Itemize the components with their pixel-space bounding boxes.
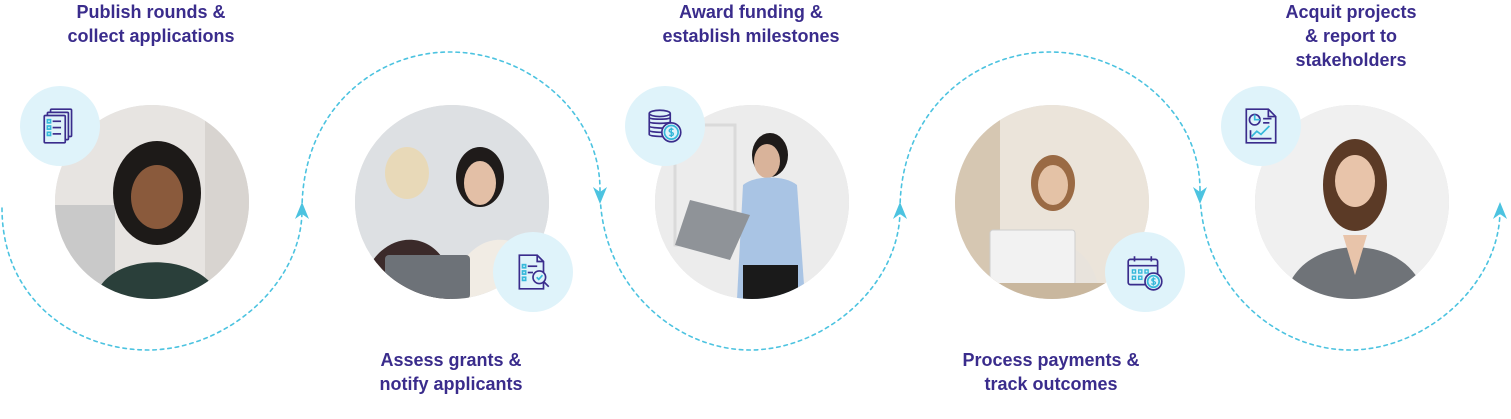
- arrow-up-icon: [295, 202, 309, 219]
- step-icon-badge: [1105, 232, 1185, 312]
- calendar-dollar-icon: [1127, 256, 1163, 291]
- step-label-line: Acquit projects: [1285, 2, 1417, 22]
- documents-icon: [43, 108, 73, 144]
- step-label-line: stakeholders: [1295, 50, 1407, 70]
- step-label-line: Process payments &: [962, 350, 1140, 370]
- arrow-down-icon: [593, 187, 607, 204]
- step-label-line: track outcomes: [984, 374, 1118, 394]
- step-icon-badge: [1221, 86, 1301, 166]
- step-label-line: collect applications: [67, 26, 235, 46]
- step-icon-badge: [625, 86, 705, 166]
- coins-dollar-icon: [648, 109, 682, 143]
- arrow-up-icon: [893, 202, 907, 219]
- step-label-line: Assess grants &: [380, 350, 522, 370]
- step-label: Publish rounds & collect applications: [51, 0, 251, 48]
- step-label-line: establish milestones: [662, 26, 840, 46]
- step-label-line: & report to: [1305, 26, 1397, 46]
- arrow-down-icon: [1193, 187, 1207, 204]
- step-icon-badge: [20, 86, 100, 166]
- step-label-line: Award funding &: [679, 2, 823, 22]
- arrow-up-icon: [1493, 202, 1507, 219]
- step-label-line: notify applicants: [379, 374, 523, 394]
- step-icon-badge: [493, 232, 573, 312]
- step-label: Process payments & track outcomes: [941, 348, 1161, 396]
- report-chart-icon: [1245, 108, 1277, 144]
- step-label: Award funding & establish milestones: [651, 0, 851, 48]
- step-label: Assess grants & notify applicants: [351, 348, 551, 396]
- document-search-icon: [518, 254, 550, 290]
- step-label-line: Publish rounds &: [76, 2, 226, 22]
- step-label: Acquit projects & report to stakeholders: [1251, 0, 1451, 72]
